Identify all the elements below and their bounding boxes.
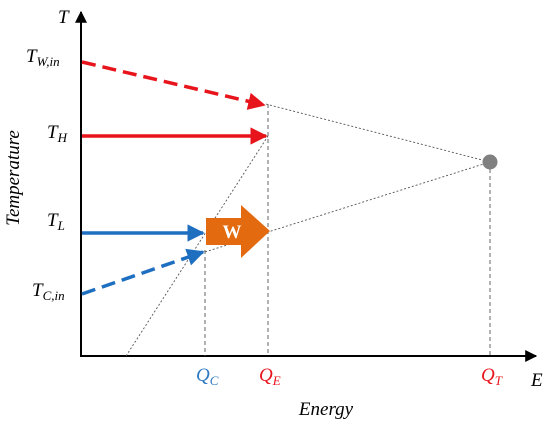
label-q-t-main: Q [481, 365, 495, 386]
label-q-e-sub: E [272, 373, 281, 388]
label-t-l: TL [47, 210, 65, 233]
label-t-w-in: TW,in [26, 46, 60, 69]
work-arrow-label: W [223, 222, 242, 243]
label-t-c-in: TC,in [32, 280, 65, 303]
label-q-e-main: Q [259, 365, 273, 386]
label-q-c-main: Q [196, 365, 210, 386]
label-q-c: QC [196, 365, 219, 388]
label-q-c-sub: C [210, 373, 219, 388]
work-arrow [206, 205, 270, 258]
label-q-t-sub: T [495, 373, 503, 388]
label-t-w-in-sub: W,in [37, 54, 60, 69]
label-t-w-in-main: T [26, 46, 38, 67]
y-axis-title: Temperature [3, 130, 24, 226]
x-axis-title: Energy [298, 399, 354, 420]
qt-point [482, 154, 498, 170]
label-q-t: QT [481, 365, 503, 388]
label-q-e: QE [259, 365, 281, 388]
guide-te-to-qt [265, 103, 491, 163]
cold-inlet-dashed-arrow [81, 248, 205, 296]
label-t-h-main: T [47, 122, 59, 143]
x-axis-symbol: E [530, 370, 543, 391]
y-axis-symbol: T [58, 7, 70, 28]
label-t-h-sub: H [57, 130, 68, 145]
guide-lines [125, 103, 491, 357]
label-t-c-in-main: T [32, 280, 44, 301]
label-t-c-in-sub: C,in [43, 288, 65, 303]
water-inlet-dashed-arrow [81, 60, 266, 110]
label-t-h: TH [47, 122, 68, 145]
label-t-l-sub: L [57, 218, 65, 233]
label-t-l-main: T [47, 210, 59, 231]
guide-qt-to-tl [267, 161, 491, 233]
